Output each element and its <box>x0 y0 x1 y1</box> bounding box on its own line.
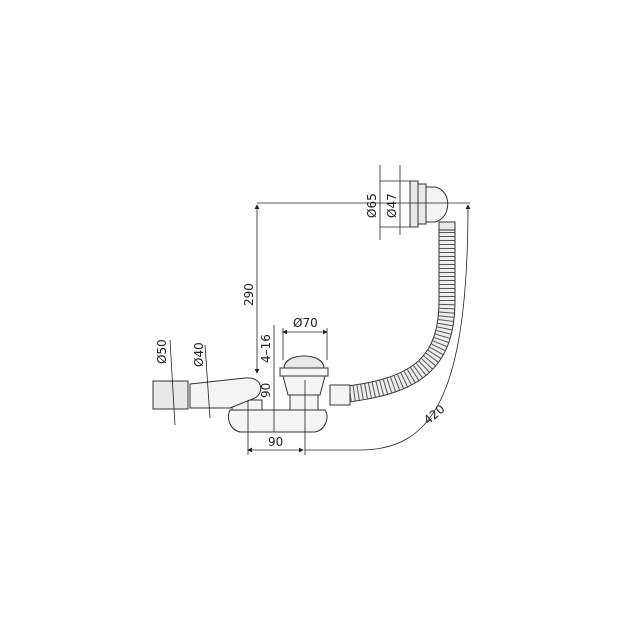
dim-drain-cap-diameter: Ø70 <box>293 316 318 330</box>
dim-overflow-inner-diameter: Ø47 <box>385 193 399 218</box>
hose-connector <box>329 384 351 406</box>
flexible-hose <box>346 228 456 403</box>
drain-cap <box>283 355 325 369</box>
drain-assembly <box>227 355 351 433</box>
dim-tub-thickness: 4–16 <box>259 334 273 363</box>
overflow-flange <box>409 180 456 231</box>
dim-overflow-height: 290 <box>242 283 256 306</box>
dim-overflow-outer-diameter: Ø65 <box>365 193 379 218</box>
dimension-lines <box>169 165 471 455</box>
dim-outlet-inner-diameter: Ø40 <box>192 342 206 367</box>
dim-trap-height: 90 <box>259 383 273 398</box>
trap-pan <box>227 409 328 433</box>
dim-outlet-outer-diameter: Ø50 <box>155 339 169 364</box>
outlet-socket <box>152 380 189 410</box>
dim-trap-offset: 90 <box>268 435 283 449</box>
